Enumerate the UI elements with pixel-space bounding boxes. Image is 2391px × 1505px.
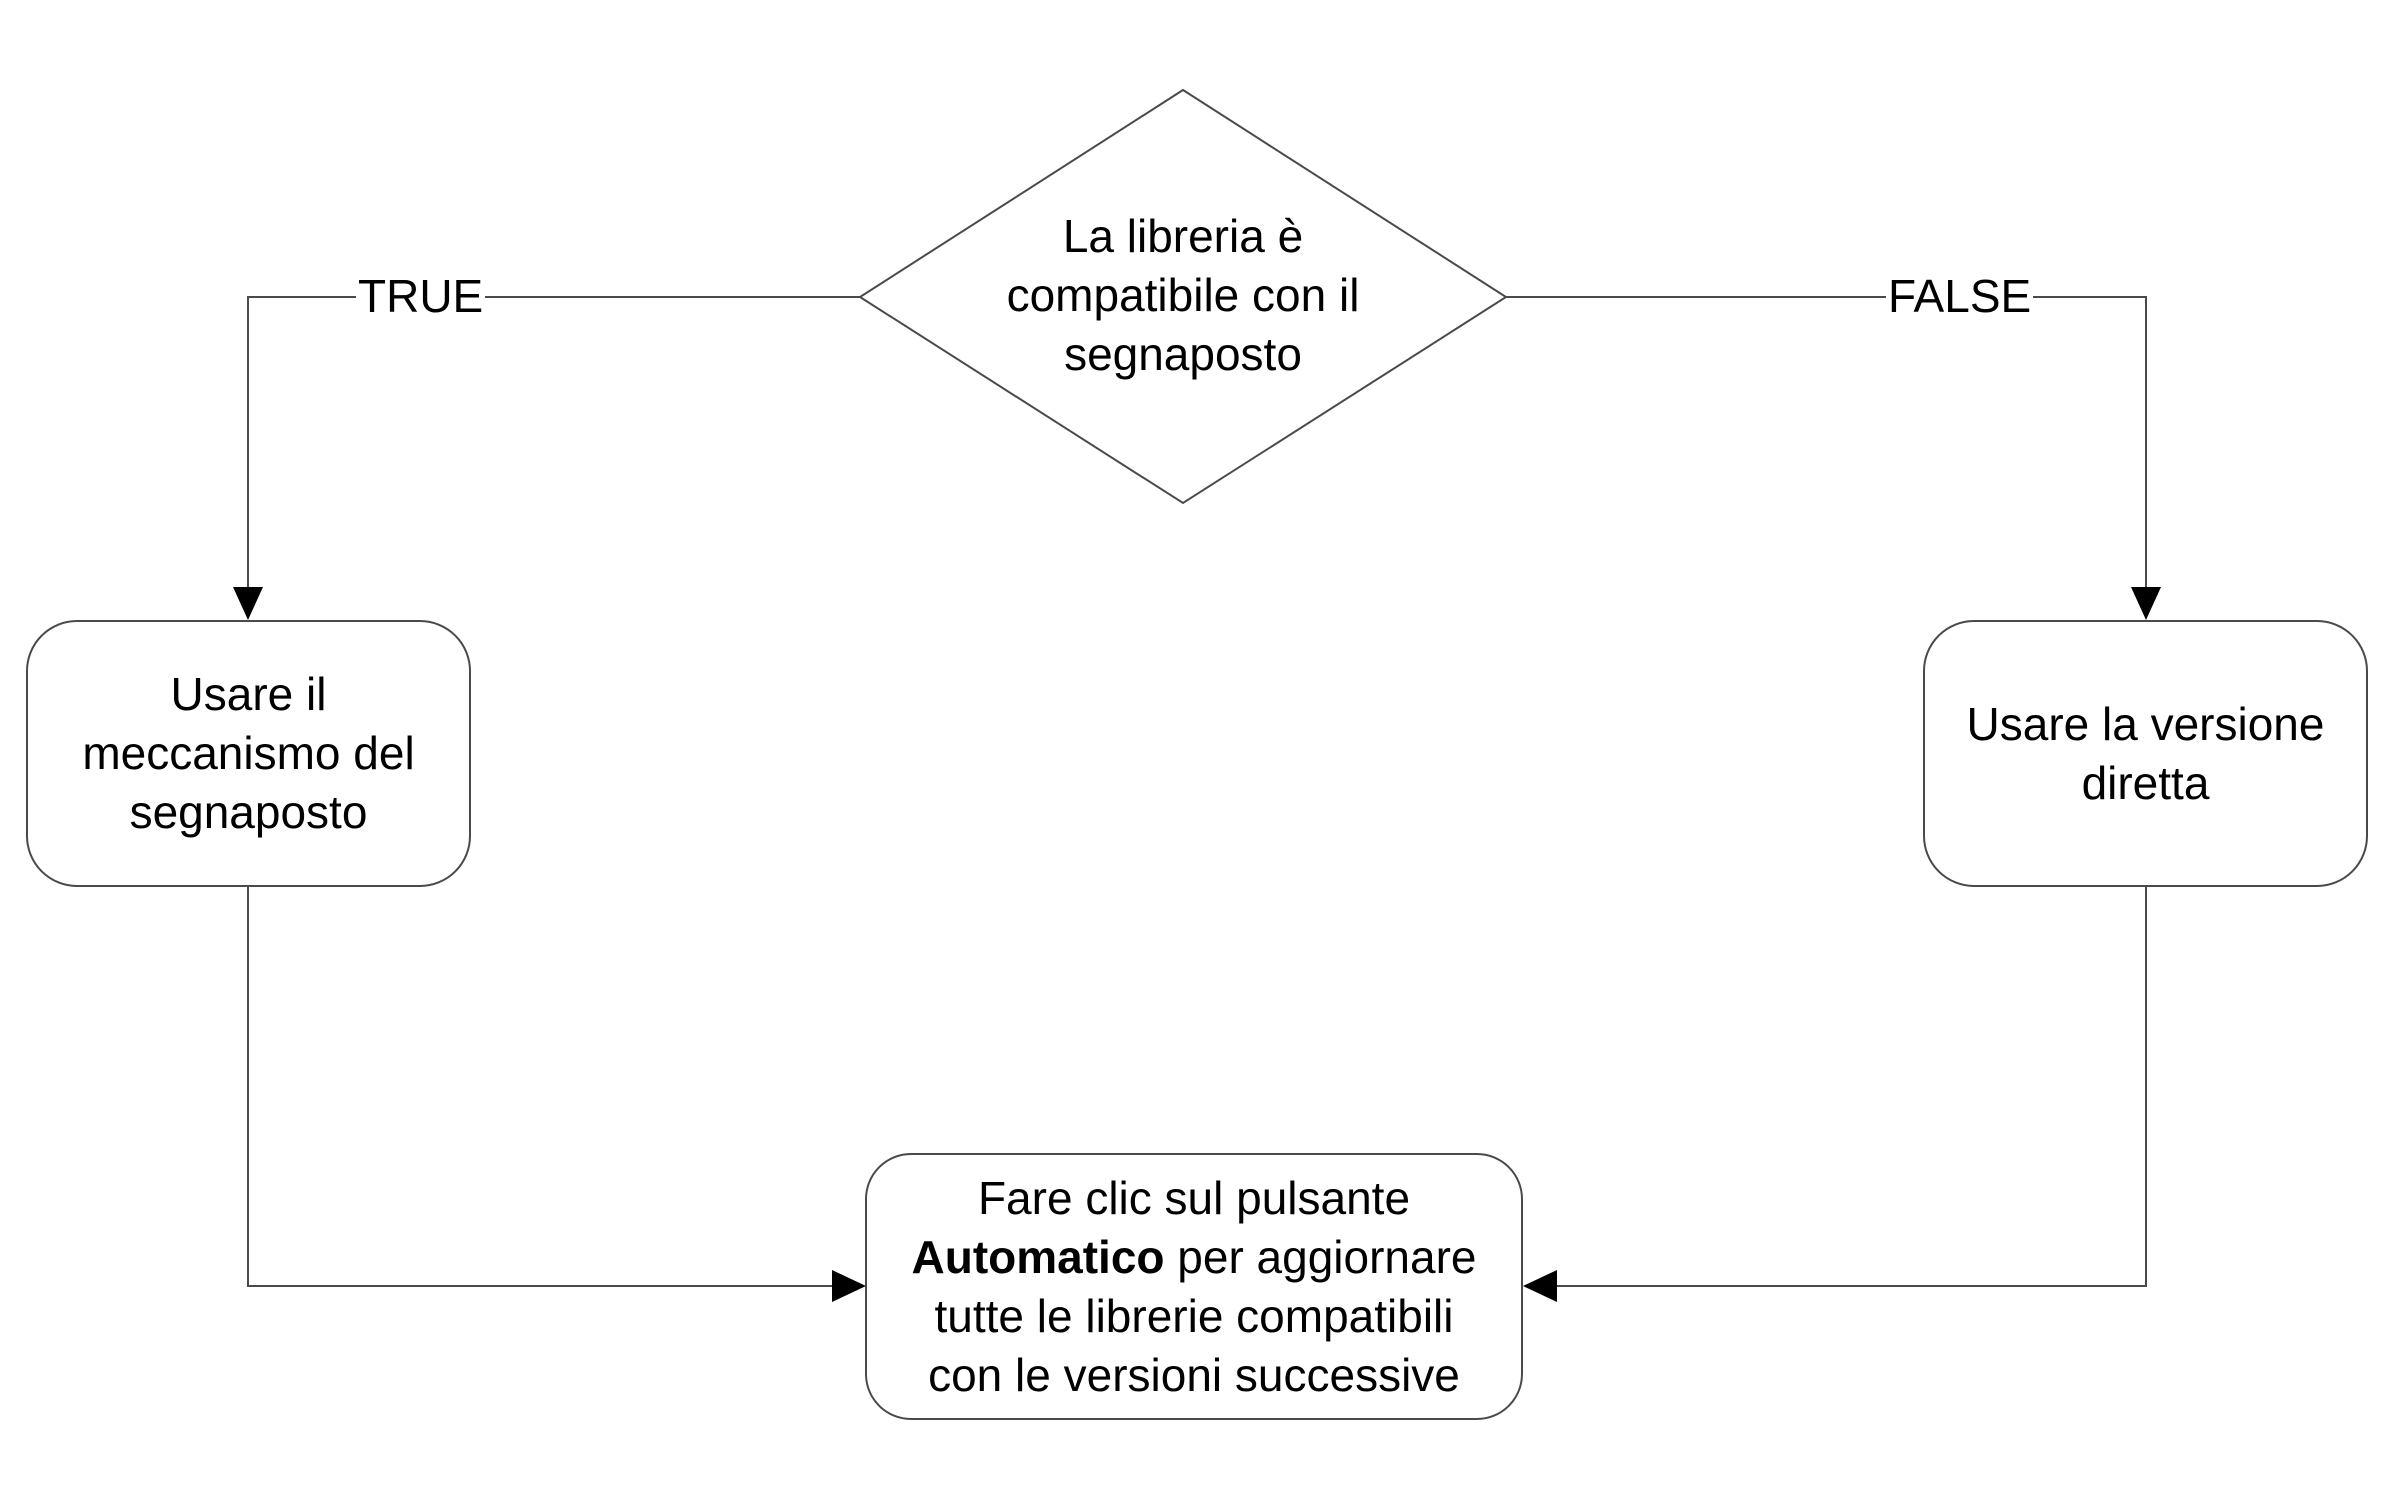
right-box-line-2: diretta [2081, 756, 2210, 809]
right-to-bottom-connector [1556, 886, 2147, 1287]
bottom-box-line-2: Automatico per aggiornare [912, 1228, 1477, 1287]
decision-text: La libreria è compatibile con il segnapo… [920, 200, 1446, 390]
decision-line-3: segnaposto [1064, 327, 1302, 380]
decision-diamond [858, 88, 1508, 505]
true-arrowhead [233, 587, 263, 620]
decision-line-1: La libreria è [1062, 209, 1304, 262]
left-to-bottom-arrowhead [832, 1270, 866, 1302]
right-to-bottom-arrowhead [1523, 1270, 1557, 1302]
decision-line-2: compatibile con il [1006, 268, 1360, 321]
false-connector [1506, 296, 2147, 590]
left-box-line-2: meccanismo del [82, 727, 415, 779]
true-edge-label: TRUE [356, 270, 486, 322]
false-arrowhead [2131, 587, 2161, 620]
left-to-bottom-connector [247, 886, 834, 1287]
left-box-line-1: Usare il [170, 668, 327, 720]
bottom-box-line-1: Fare clic sul pulsante [977, 1171, 1411, 1224]
false-edge-label: FALSE [1886, 270, 2034, 322]
right-box-line-1: Usare la versione [1966, 697, 2325, 750]
bottom-process-box [865, 1153, 1523, 1420]
right-box-text: Usare la versione diretta [1924, 621, 2367, 886]
bottom-box-line-3: tutte le librerie compatibili [934, 1289, 1454, 1342]
bottom-box-line-4: con le versioni successive [928, 1348, 1460, 1401]
bottom-box-text: Fare clic sul pulsante Automatico per ag… [866, 1154, 1522, 1419]
automatico-bold-text: Automatico [911, 1230, 1165, 1283]
left-box-text: Usare il meccanismo del segnaposto [27, 621, 470, 886]
bottom-box-line-2-rest: per aggiornare [1164, 1230, 1477, 1283]
left-box-line-3: segnaposto [129, 786, 368, 838]
true-connector [247, 296, 860, 590]
